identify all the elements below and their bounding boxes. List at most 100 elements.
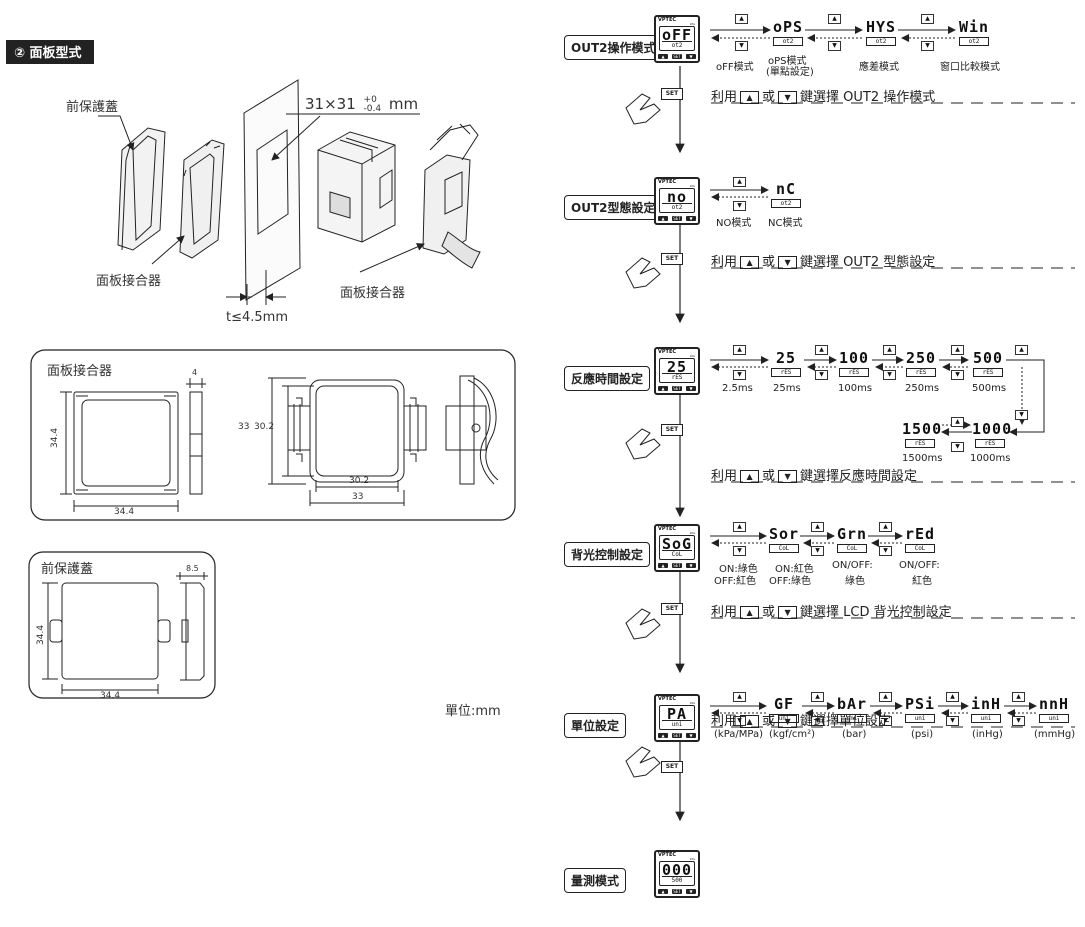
section-header: ② 面板型式 [6, 40, 94, 64]
down-arrow-icon: ▼ [951, 370, 964, 380]
up-key[interactable]: ▲ [658, 563, 668, 568]
up-arrow-icon: ▲ [733, 177, 746, 187]
brand: VPTEC [658, 17, 677, 23]
down-key[interactable]: ▼ [686, 733, 696, 738]
up-key[interactable]: ▲ [658, 733, 668, 738]
caption: oPS模式 [768, 56, 807, 67]
connector-dimension-drawing [30, 349, 516, 521]
down-arrow-icon: ▼ [828, 41, 841, 51]
instruction: 利用▲或▼鍵選擇單位設定 [711, 714, 892, 729]
up-arrow-icon: ▲ [883, 345, 896, 355]
dim-d: 33 [238, 422, 250, 432]
caption: (單點設定) [766, 67, 814, 78]
caption: 綠色 [845, 576, 865, 587]
caption: NC模式 [768, 218, 803, 229]
up-key[interactable]: ▲ [658, 216, 668, 221]
caption: (kPa/MPa) [714, 729, 764, 740]
up-arrow-icon: ▲ [879, 692, 892, 702]
down-arrow-icon: ▼ [811, 716, 824, 726]
mode-title-out2-op: OUT2操作模式 [564, 35, 663, 60]
down-arrow-icon: ▼ [879, 546, 892, 556]
mode-title-out2-type: OUT2型態設定 [564, 195, 663, 220]
down-arrow-icon: ▼ [883, 370, 896, 380]
caption: 1000ms [970, 453, 1011, 464]
dim-g: 33 [352, 492, 364, 502]
down-key[interactable]: ▼ [686, 386, 696, 391]
up-arrow-icon: ▲ [951, 345, 964, 355]
down-arrow-icon: ▼ [733, 370, 746, 380]
down-arrow-icon: ▼ [815, 370, 828, 380]
caption: 1500ms [902, 453, 943, 464]
down-key[interactable]: ▼ [686, 54, 696, 59]
up-arrow-icon: ▲ [951, 417, 964, 427]
unit-note: 單位:mm [445, 704, 501, 719]
caption: (kgf/cm²) [769, 729, 816, 740]
down-arrow-icon: ▼ [879, 716, 892, 726]
mode-title-response-time: 反應時間設定 [564, 366, 651, 391]
caption: (inHg) [972, 729, 1003, 740]
set-key[interactable]: SET [672, 54, 682, 59]
down-key[interactable]: ▼ [686, 889, 696, 894]
down-arrow-icon: ▼ [733, 546, 746, 556]
caption: 紅色 [912, 576, 932, 587]
up-arrow-icon: ▲ [733, 692, 746, 702]
cutout-dimension: 31×31 +0 -0.4 mm [305, 94, 419, 114]
lcd-main: oFF [661, 26, 693, 44]
dim-c: 34.4 [114, 507, 135, 517]
set-key[interactable]: SET [672, 386, 682, 391]
connector-label-2: 面板接合器 [340, 286, 406, 301]
set-key[interactable]: SET [672, 563, 682, 568]
up-arrow-icon: ▲ [733, 522, 746, 532]
cutout-tol-plus: +0 [363, 94, 377, 105]
instruction: 利用▲或▼鍵選擇反應時間設定 [711, 469, 918, 484]
set-key[interactable]: SET [672, 733, 682, 738]
caption: 250ms [905, 383, 940, 394]
caption: ON/OFF: [832, 560, 873, 571]
up-key[interactable]: ▲ [658, 54, 668, 59]
dim-i: 34.4 [36, 624, 46, 645]
set-key[interactable]: SET [672, 889, 682, 894]
instruction: 利用▲或▼鍵選擇 OUT2 型態設定 [711, 255, 936, 270]
up-key[interactable]: ▲ [658, 386, 668, 391]
dim-b: 34.4 [50, 427, 60, 448]
box2-title: 前保護蓋 [41, 562, 94, 577]
caption: 窗口比較模式 [940, 62, 1000, 73]
up-arrow-icon: ▲ [811, 692, 824, 702]
up-arrow-icon: ▲ [733, 345, 746, 355]
cutout-tol-minus: -0.4 [363, 103, 382, 114]
up-key[interactable]: ▲ [658, 889, 668, 894]
caption: 25ms [773, 383, 801, 394]
mode-title-measure: 量測模式 [564, 868, 627, 893]
up-arrow-icon: ▲ [735, 14, 748, 24]
lcd-sub: ot2 [662, 41, 692, 49]
up-arrow-icon: ▲ [1015, 345, 1028, 355]
up-arrow-icon: ▲ [1012, 692, 1025, 702]
down-key[interactable]: ▼ [686, 563, 696, 568]
set-button-icon: SET [661, 88, 683, 100]
caption: (mmHg) [1034, 729, 1076, 740]
cover-label: 前保護蓋 [66, 100, 119, 115]
down-key[interactable]: ▼ [686, 216, 696, 221]
box1-title: 面板接合器 [47, 364, 113, 379]
instruction: 利用▲或▼鍵選擇 LCD 背光控制設定 [711, 605, 952, 620]
hand-press-icons [625, 93, 661, 778]
set-key[interactable]: SET [672, 216, 682, 221]
up-arrow-icon: ▲ [921, 14, 934, 24]
caption: NO模式 [716, 218, 752, 229]
kpa-label: kPa [689, 22, 695, 26]
down-arrow-icon: ▼ [733, 716, 746, 726]
